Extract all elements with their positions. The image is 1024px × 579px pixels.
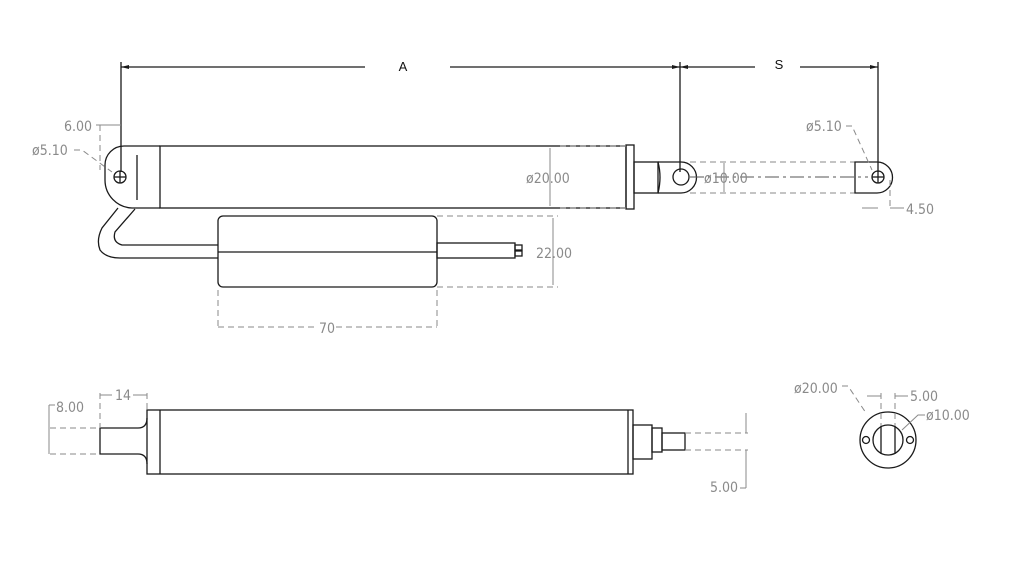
dim-front-hole: ø5.10	[806, 119, 842, 135]
dim-tab-width: 8.00	[56, 400, 84, 416]
dim-s-label: S	[775, 57, 784, 72]
end-view: ø20.00 5.00 ø10.00	[794, 381, 970, 469]
side-rod	[661, 432, 686, 451]
dim-end-rod-dia: ø10.00	[926, 408, 970, 424]
dim-end-body-dia: ø20.00	[794, 381, 838, 397]
dim-box-length: 70	[319, 321, 335, 337]
dim-body-dia: ø20.00	[526, 171, 570, 187]
dim-a-label: A	[399, 59, 408, 74]
dim-box-height: 22.00	[536, 246, 572, 262]
dimension-a-s: A S	[120, 57, 879, 172]
dim-rod-thickness: 5.00	[710, 480, 738, 496]
top-view: 6.00 ø5.10 ø20.00 ø10.00 ø5.10 4.50 22.0…	[32, 119, 934, 337]
front-mount-hole	[672, 168, 690, 186]
side-view: 8.00 14 5.00	[48, 388, 748, 496]
rod	[633, 161, 659, 194]
end-body-circle	[859, 411, 917, 469]
dim-rear-offset: 6.00	[64, 119, 92, 135]
end-cap	[625, 144, 635, 210]
dim-rod-dia: ø10.00	[704, 171, 748, 187]
dim-tab-length: 14	[115, 388, 131, 404]
cable	[436, 242, 516, 259]
dim-rear-hole: ø5.10	[32, 143, 68, 159]
dim-front-offset: 4.50	[906, 202, 934, 218]
side-body	[146, 409, 634, 475]
end-rod-circle	[872, 424, 904, 456]
dim-end-slot: 5.00	[910, 389, 938, 405]
